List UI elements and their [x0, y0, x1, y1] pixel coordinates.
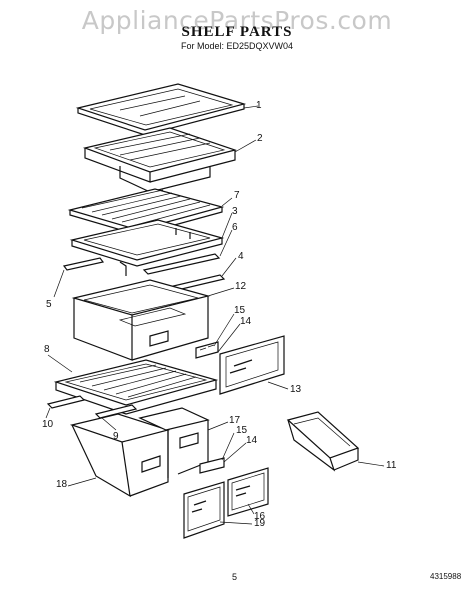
watermark: AppliancePartsPros.com [81, 6, 393, 35]
part-17-18-lower-crispers [69, 407, 210, 498]
part-8-lower-slatted-shelf [53, 359, 219, 415]
callout-2: 2 [257, 133, 263, 144]
callout-8: 8 [44, 344, 50, 355]
callout-7: 7 [234, 190, 240, 201]
callout-18: 18 [56, 479, 68, 490]
part-14-15-lower-brackets [199, 457, 225, 474]
callout-6: 6 [232, 222, 238, 233]
callout-13: 13 [290, 384, 302, 395]
part-7-slatted-shelf [67, 188, 225, 236]
page-number: 5 [232, 572, 238, 582]
callout-4: 4 [238, 251, 244, 262]
part-1-glass-shelf [75, 83, 247, 136]
document-code: 4315988 [430, 572, 462, 581]
part-9-10-lower-rails [46, 395, 138, 419]
callout-12: 12 [235, 281, 247, 292]
callout-19: 19 [254, 518, 266, 529]
model-subtitle: For Model: ED25DQXVW04 [180, 41, 294, 51]
callout-5: 5 [46, 299, 52, 310]
part-3-frame [69, 219, 225, 267]
callout-16: 16 [254, 511, 266, 522]
callout-9: 9 [113, 431, 119, 442]
callout-15-lower: 15 [236, 425, 248, 436]
callout-10: 10 [42, 419, 54, 430]
callout-3: 3 [232, 206, 238, 217]
part-13-upper-front-panel [219, 335, 285, 395]
part-16-19-lower-front-panels [183, 467, 269, 539]
part-12-upper-crisper [71, 279, 211, 361]
callout-14-lower: 14 [246, 435, 258, 446]
part-11-door-bin [286, 411, 360, 472]
part-2-crisper-cover [82, 127, 238, 193]
callout-17: 17 [229, 415, 241, 426]
callout-15-upper: 15 [234, 305, 246, 316]
callout-14-upper: 14 [240, 316, 252, 327]
leader-lines [45, 105, 385, 525]
diagram-title: SHELF PARTS [181, 24, 293, 40]
callout-1: 1 [256, 100, 262, 111]
callout-11: 11 [386, 460, 397, 471]
